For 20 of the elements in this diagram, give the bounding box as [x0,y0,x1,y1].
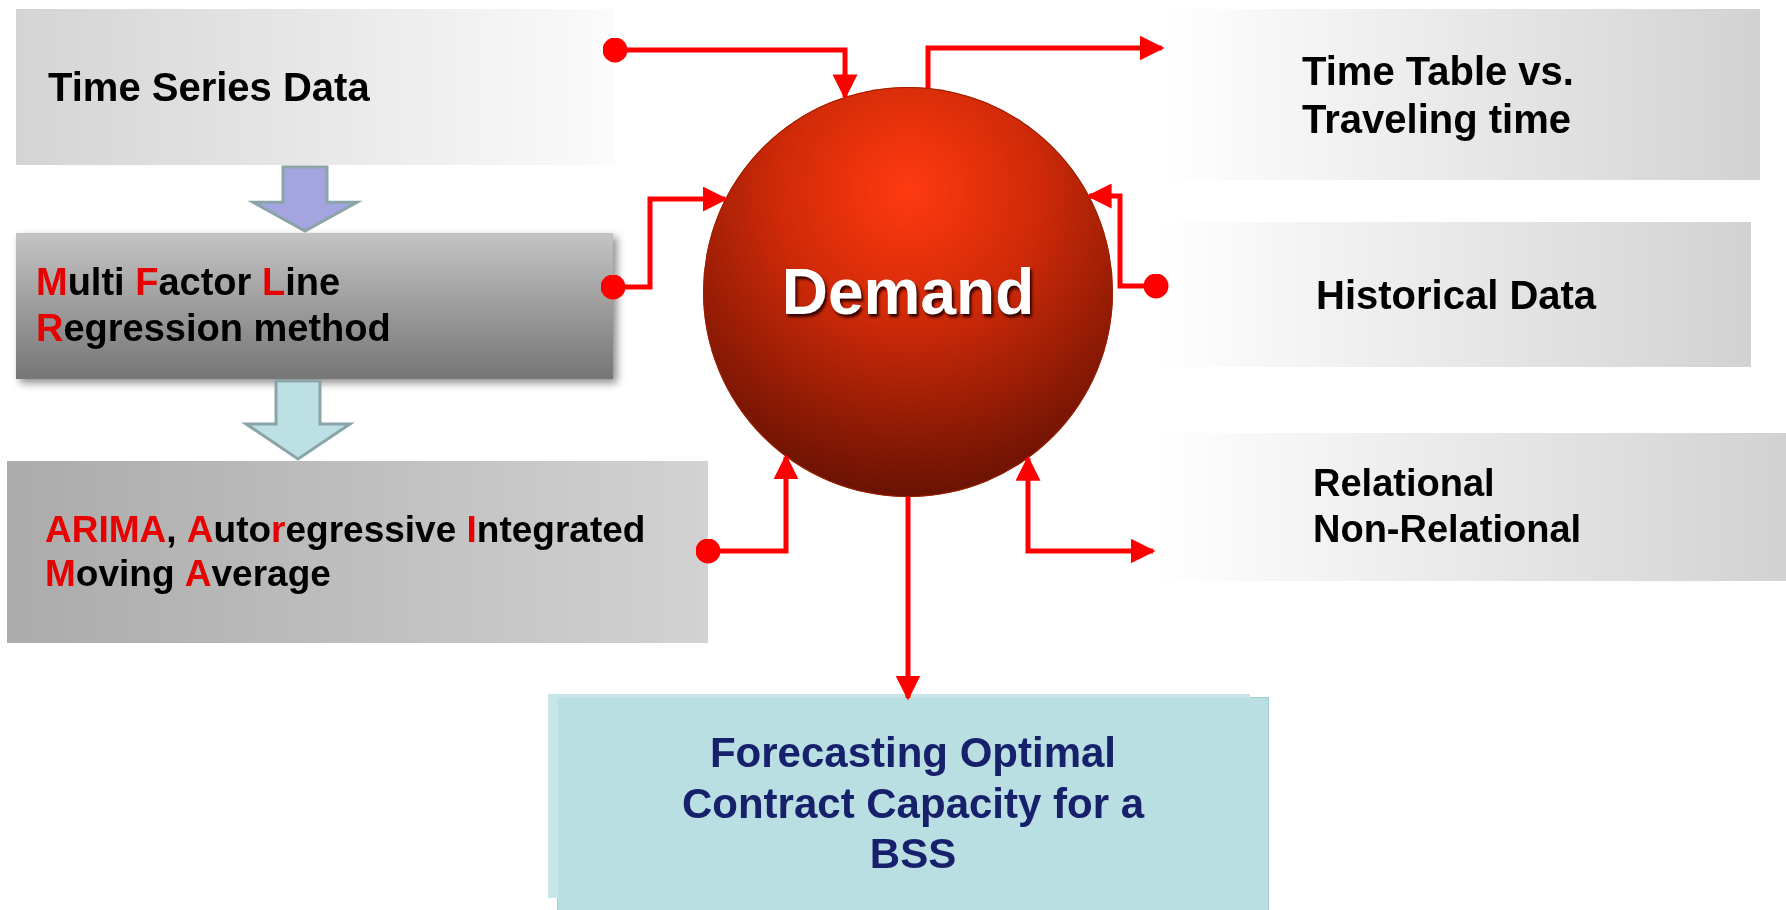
connector-arrow [602,37,858,100]
connector-arrow [695,454,799,564]
node-label: Time Table vs. Traveling time [1302,47,1575,143]
node-label: Time Series Data [48,64,370,111]
block-arrow [247,165,363,233]
connector-arrow [600,186,728,300]
node-label: ARIMA, Autoregressive Integrated Moving Average [45,507,647,596]
node-title: Demand [781,254,1035,330]
process-box [16,9,615,165]
node-label: Forecasting Optimal Contract Capacity for a BSS [680,728,1146,880]
process-box [16,233,613,379]
node-label: Historical Data [1316,271,1597,319]
connector-arrow [895,497,921,701]
connector-arrow [1015,455,1156,564]
node-label: Relational Non-Relational [1313,461,1583,552]
process-box [7,461,708,643]
block-arrow [241,379,355,461]
connector-arrow [1086,183,1169,299]
node-label: Multi Factor Line Regression method [36,260,392,351]
connector-arrow [925,35,1165,88]
